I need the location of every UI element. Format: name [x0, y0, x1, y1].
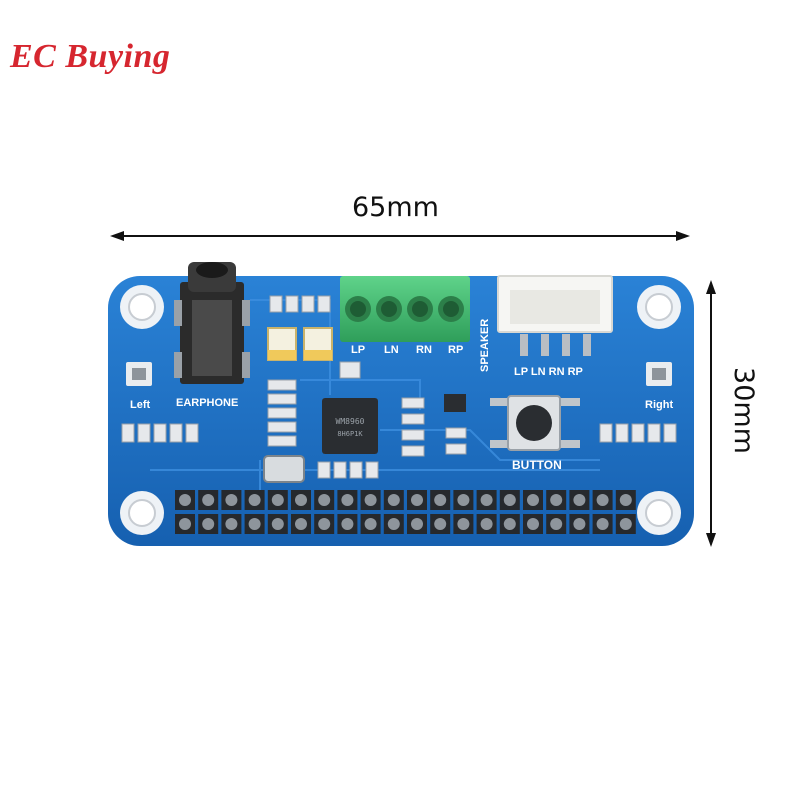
gpio-pin-tip — [202, 518, 215, 530]
gpio-pin-tip — [248, 494, 261, 506]
gpio-pin-tip — [295, 518, 307, 530]
gpio-header — [175, 490, 636, 534]
button-switch — [490, 395, 580, 451]
terminal-rp-label: RP — [448, 344, 464, 356]
gpio-pin-tip — [619, 494, 632, 506]
gpio-pin-tip — [503, 518, 516, 530]
gpio-pin-tip — [341, 518, 354, 530]
svg-text:WM8960: WM8960 — [336, 417, 365, 426]
brand-logo: EC Buying — [10, 38, 171, 75]
gpio-pin-tip — [225, 494, 238, 506]
gpio-pin-tip — [387, 494, 400, 506]
gpio-pin-tip — [527, 494, 539, 506]
height-dimension-label: 30mm — [727, 367, 759, 454]
button-label: BUTTON — [512, 458, 562, 472]
gpio-pin-tip — [596, 494, 609, 506]
voltage-regulator — [444, 394, 466, 412]
gpio-pin-tip — [364, 518, 377, 530]
speaker-connector — [497, 275, 613, 356]
capacitors — [267, 327, 333, 361]
connector-pin-labels: LP LN RN RP — [514, 366, 583, 378]
right-sensor — [646, 362, 672, 386]
mounting-holes — [120, 285, 681, 535]
terminal-rn-label: RN — [416, 344, 432, 356]
audio-codec-chip: WM8960 8H6P1K — [322, 398, 378, 454]
gpio-pin-tip — [527, 518, 539, 530]
gpio-pin-tip — [457, 518, 470, 530]
gpio-pin-tip — [411, 518, 423, 530]
gpio-pin-tip — [341, 494, 354, 506]
gpio-pin-tip — [271, 518, 284, 530]
terminal-ln-label: LN — [384, 344, 399, 356]
pcb-board: WM8960 8H6P1K — [108, 262, 694, 546]
gpio-pin-tip — [573, 518, 586, 530]
gpio-pin-tip — [271, 494, 284, 506]
height-dimension-arrow — [706, 280, 716, 547]
gpio-pin-tip — [179, 518, 191, 530]
width-dimension-arrow — [110, 231, 690, 241]
gpio-pin-tip — [411, 494, 423, 506]
gpio-pin-tip — [179, 494, 191, 506]
gpio-pin-tip — [434, 494, 447, 506]
gpio-pin-tip — [480, 494, 493, 506]
left-sensor — [126, 362, 152, 386]
earphone-label: EARPHONE — [176, 397, 239, 409]
speaker-terminal-block — [340, 276, 470, 342]
width-dimension-label: 65mm — [352, 192, 439, 223]
left-label: Left — [130, 399, 151, 411]
svg-text:8H6P1K: 8H6P1K — [337, 430, 363, 438]
crystal-oscillator — [263, 455, 305, 483]
gpio-pin-tip — [550, 494, 563, 506]
speaker-label: SPEAKER — [479, 318, 491, 372]
gpio-pin-tip — [480, 518, 493, 530]
gpio-pin-tip — [364, 494, 377, 506]
gpio-pin-tip — [202, 494, 215, 506]
gpio-pin-tip — [573, 494, 586, 506]
earphone-jack — [174, 262, 250, 384]
terminal-lp-label: LP — [351, 344, 366, 356]
gpio-pin-tip — [596, 518, 609, 530]
gpio-pin-tip — [503, 494, 516, 506]
gpio-pin-tip — [318, 518, 331, 530]
gpio-pin-tip — [619, 518, 632, 530]
gpio-pin-tip — [387, 518, 400, 530]
gpio-pin-tip — [457, 494, 470, 506]
gpio-pin-tip — [318, 494, 331, 506]
gpio-pin-tip — [295, 494, 307, 506]
gpio-pin-tip — [248, 518, 261, 530]
right-label: Right — [645, 399, 674, 411]
gpio-pin-tip — [225, 518, 238, 530]
gpio-pin-tip — [434, 518, 447, 530]
gpio-pin-tip — [550, 518, 563, 530]
